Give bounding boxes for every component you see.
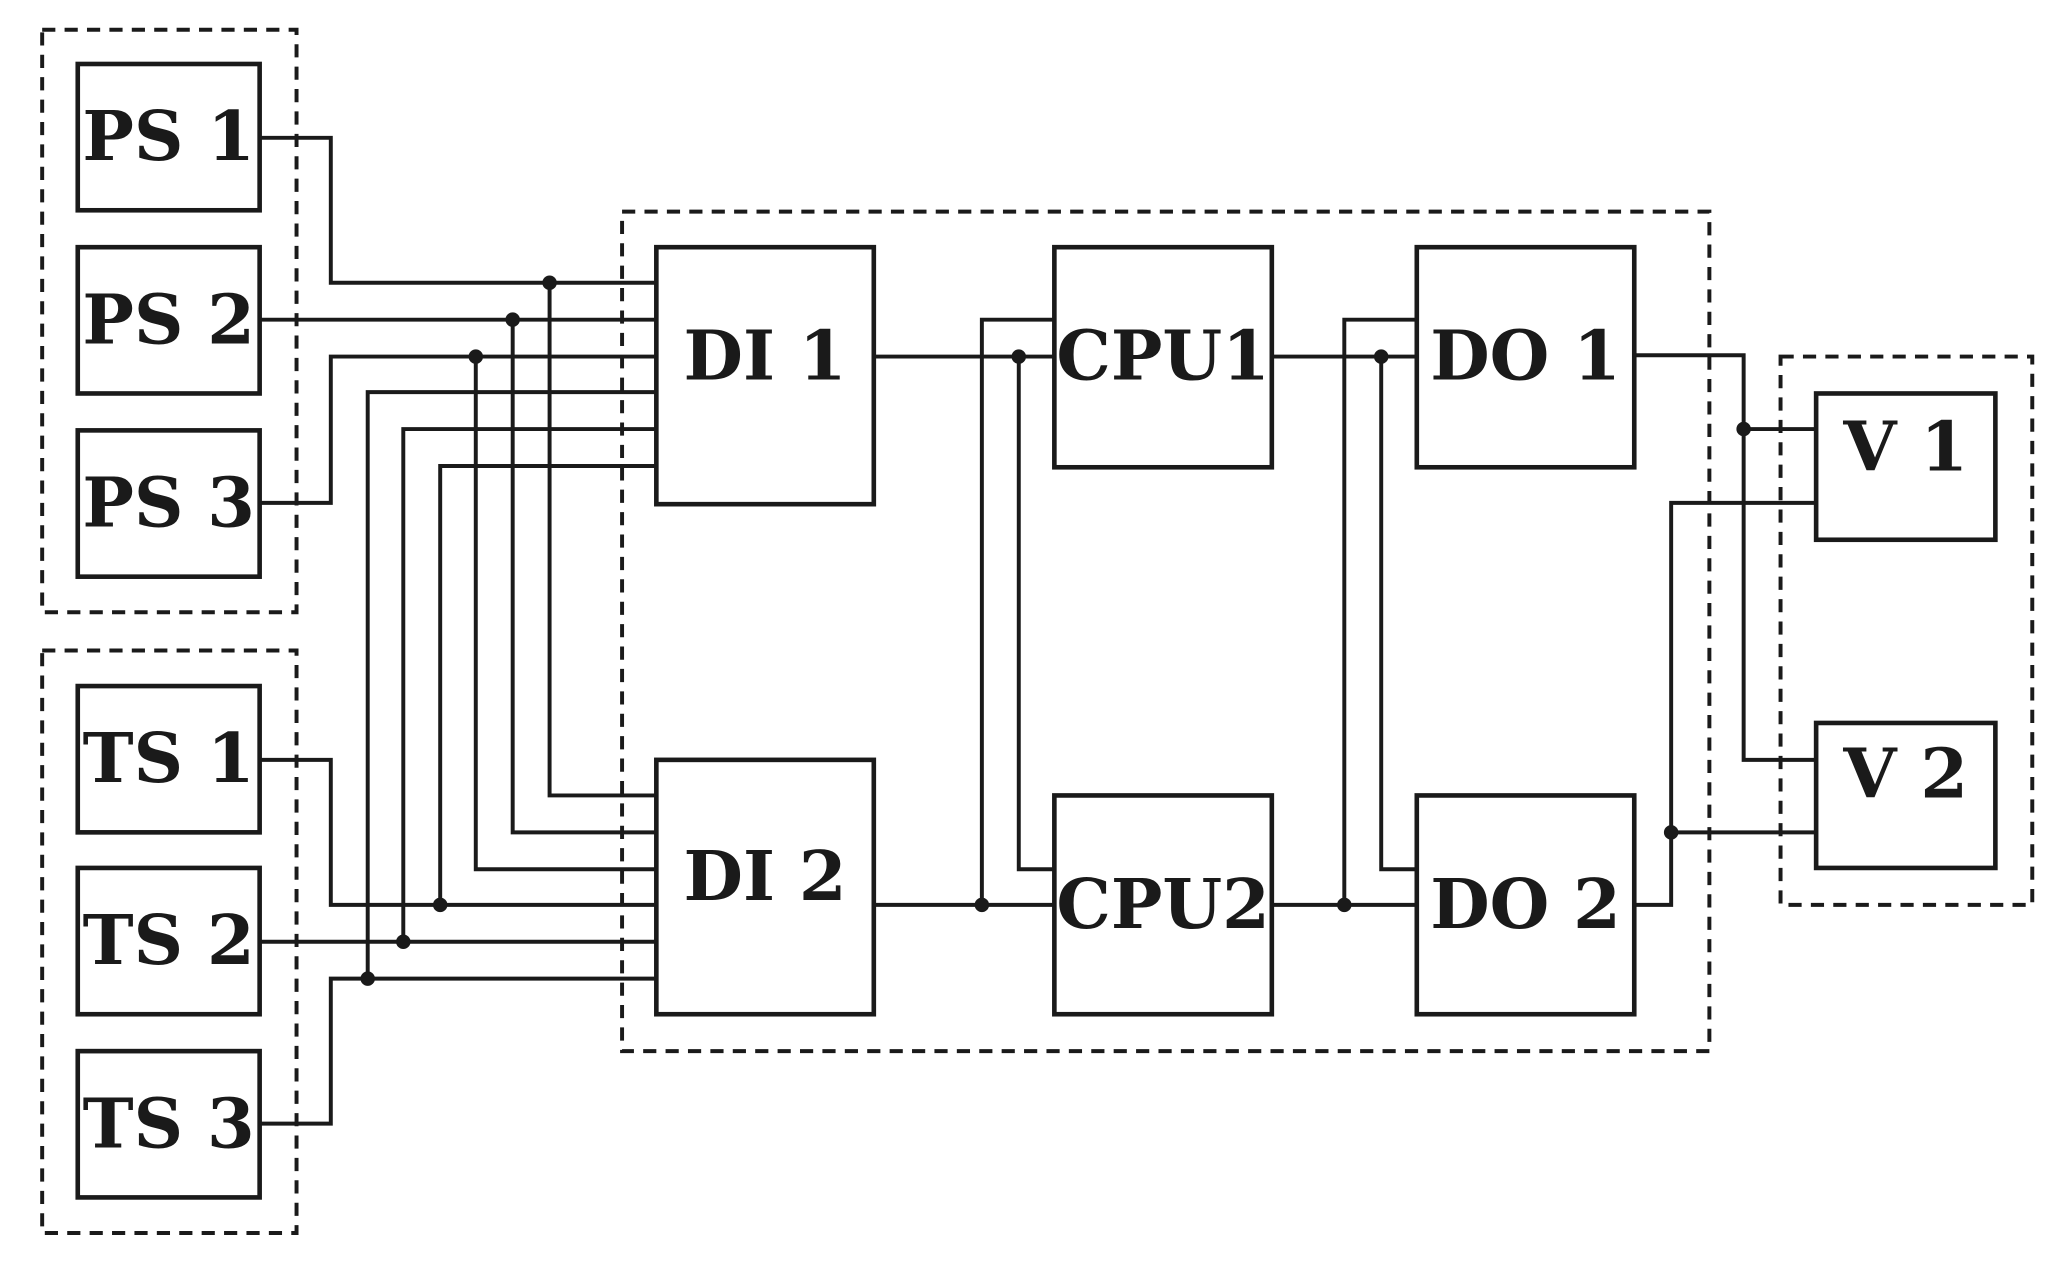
branch-do1-v2 [1741, 429, 1817, 762]
junction-dot [542, 275, 557, 291]
wire-do1-v1 [1634, 353, 1817, 432]
junction-dot [396, 934, 411, 949]
sensor-block-ts3: TS 3 [75, 1048, 262, 1200]
wire-do2-v2 [1634, 830, 1817, 907]
block-label: PS 2 [82, 280, 255, 360]
branch-di2-cpu1 [979, 317, 1055, 905]
sensor-wiring [259, 135, 657, 1126]
block-label: CPU1 [1056, 317, 1269, 397]
valve-block-v1: V 1 [1813, 391, 1998, 543]
output-module-do2: DO 2 [1414, 793, 1637, 1017]
block-label: DO 2 [1430, 865, 1621, 945]
block-label: DO 1 [1430, 317, 1621, 397]
cpu-output-wiring [1271, 317, 1417, 907]
block-label: DI 1 [684, 317, 847, 397]
branch-ts3-di1 [365, 390, 657, 979]
input-cpu-wiring [873, 317, 1055, 907]
junction-dot [432, 897, 448, 913]
input-module-di1: DI 1 [654, 244, 877, 507]
branch-ts2-di1 [401, 427, 657, 942]
wire-ps1 [259, 135, 657, 285]
sensor-block-ps1: PS 1 [75, 61, 262, 213]
junction-dot [1736, 421, 1751, 437]
block-label: V 2 [1842, 734, 1968, 814]
block-label: PS 1 [82, 97, 255, 177]
block-label: CPU2 [1056, 865, 1269, 945]
junction-dots [360, 275, 1751, 986]
branch-ps1-di2 [547, 282, 657, 798]
junction-dot [505, 312, 520, 327]
block-label: TS 1 [83, 719, 255, 799]
junction-dot [468, 349, 484, 364]
block-label: TS 3 [83, 1084, 255, 1164]
sensor-block-ps2: PS 2 [75, 244, 262, 396]
branch-ps2-di2 [510, 319, 657, 835]
block-label: V 1 [1842, 408, 1968, 488]
junction-dot [1011, 349, 1027, 364]
valve-block-v2: V 2 [1813, 720, 1998, 871]
junction-dot [974, 897, 990, 913]
controller-group [620, 209, 1712, 1054]
block-label: PS 3 [82, 464, 255, 544]
cpu-block-cpu2: CPU2 [1052, 793, 1275, 1017]
branch-cpu1-do2 [1379, 356, 1417, 872]
sensor-block-ts2: TS 2 [75, 865, 262, 1017]
sensor-block-ts1: TS 1 [75, 683, 262, 835]
branch-ts1-di1 [438, 463, 657, 905]
sensor-block-ps3: PS 3 [75, 428, 262, 579]
input-module-di2: DI 2 [654, 757, 877, 1017]
wire-ts3 [259, 976, 657, 1126]
branch-di1-cpu2 [1016, 356, 1055, 872]
output-valve-wiring [1634, 353, 1817, 907]
branch-do2-v1 [1669, 500, 1817, 833]
valve-group [1778, 354, 2035, 907]
junction-dot [1373, 349, 1389, 364]
wire-ts1 [259, 757, 657, 907]
junction-dot [1337, 897, 1352, 913]
branch-ps3-di2 [473, 356, 657, 872]
wire-ps3 [259, 354, 657, 505]
branch-cpu2-do1 [1342, 317, 1417, 905]
output-module-do1: DO 1 [1414, 244, 1637, 470]
junction-dot [1663, 825, 1679, 840]
cpu-block-cpu1: CPU1 [1052, 244, 1275, 470]
block-label: TS 2 [83, 901, 255, 981]
junction-dot [360, 971, 375, 986]
block-label: DI 2 [684, 837, 847, 917]
